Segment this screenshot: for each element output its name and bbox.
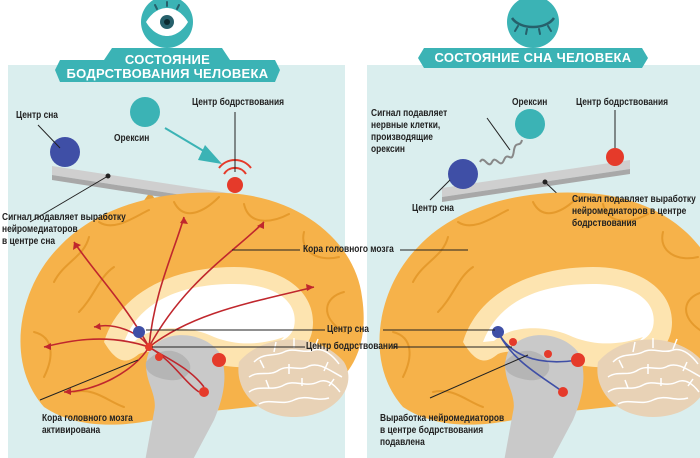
sleep-title-banner [418,48,648,68]
awake-brain-wake-center-dot [145,343,153,351]
cortex-label: Кора головного мозга [303,244,394,255]
sleep-brain-sleep-center-dot [492,326,504,338]
sleep-brain-wake-center-dot [509,338,517,346]
open-eye-icon [141,0,193,48]
awake-cortex-activated-label: Кора головного мозга активирована [42,413,133,436]
awake-title: СОСТОЯНИЕ БОДРСТВОВАНИЯ ЧЕЛОВЕКА [60,53,275,81]
orexin-arrow-icon [198,145,222,164]
awake-sleep-center-label: Центр сна [16,110,58,121]
awake-brain-sleep-center-dot [133,326,145,338]
suppression-wave-icon [479,139,523,166]
wake-center-label: Центр бодрствования [306,341,399,352]
connector-lines [146,249,512,348]
sleep-wake-center-ball [606,148,624,166]
awake-title-line-1: СОСТОЯНИЕ [124,52,211,67]
awake-wake-center-label: Центр бодрствования [192,97,285,108]
sleep-output-suppressed-label: Выработка нейромедиаторов в центре бодрс… [380,413,505,448]
sleep-sleep-center-ball [448,159,478,189]
sleep-sleep-center-label: Центр сна [412,203,454,214]
sleep-seesaw-plank [442,160,630,197]
sleep-orexin-ball [515,109,545,139]
awake-orexin-ball [130,97,160,127]
awake-orexin-label: Орексин [114,133,150,144]
awake-signal-label: Сигнал подавляет выработку нейромедиатор… [2,212,126,247]
awake-brain [19,191,365,458]
sleep-title: СОСТОЯНИЕ СНА ЧЕЛОВЕКА [434,50,632,65]
awake-title-line-2: БОДРСТВОВАНИЯ ЧЕЛОВЕКА [66,66,269,81]
sleep-wake-center-label: Центр бодрствования [576,97,669,108]
sleep-signal-label: Сигнал подавляет нервные клетки, произво… [371,108,448,155]
awake-sleep-center-ball [50,137,80,167]
sleep-orexin-label: Орексин [512,97,548,108]
awake-title-banner [55,48,280,82]
closed-eye-icon [507,0,559,48]
sleep-center-label: Центр сна [327,324,369,335]
sleep-brain [378,191,700,458]
sleep-wake-signal-label: Сигнал подавляет выработку нейромедиатор… [572,194,696,229]
